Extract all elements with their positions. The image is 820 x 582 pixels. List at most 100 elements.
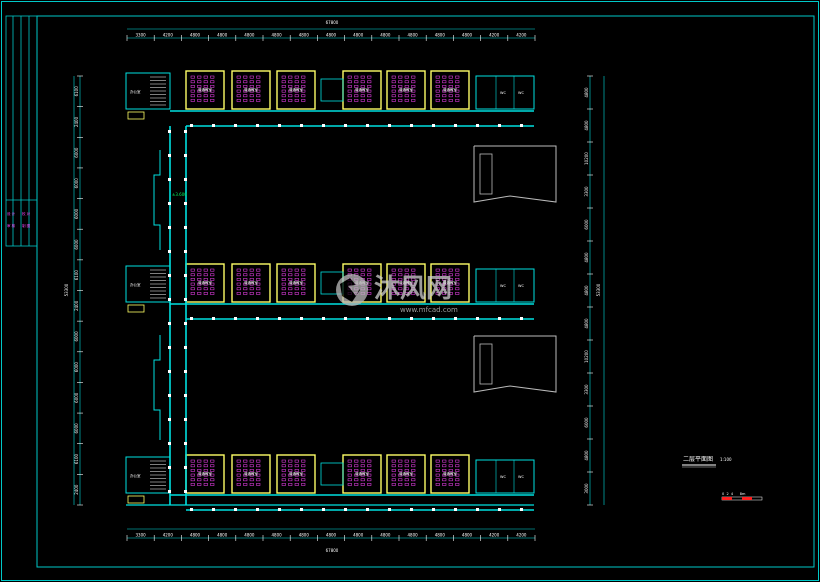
desk: [294, 287, 299, 291]
desk: [210, 273, 215, 277]
desk: [442, 292, 447, 295]
link-space: [320, 78, 344, 102]
desk: [448, 287, 453, 291]
desk: [347, 75, 352, 79]
desk: [203, 478, 208, 482]
desk: [442, 75, 447, 79]
desk: [190, 80, 195, 84]
desk: [256, 478, 261, 482]
right-dim-label: 4800: [584, 252, 589, 263]
desk: [210, 483, 215, 486]
desk: [360, 80, 365, 84]
desk: [281, 268, 286, 272]
desk: [249, 478, 254, 482]
desk: [360, 89, 365, 93]
desk: [347, 459, 352, 463]
column: [234, 124, 237, 127]
bottom-dim-label: 4800: [244, 533, 255, 538]
stair-label: 办公室: [130, 282, 141, 287]
desk: [442, 85, 447, 88]
desk: [294, 473, 299, 477]
desk: [347, 478, 352, 482]
desk: [243, 273, 248, 277]
desk: [347, 473, 352, 477]
desk: [294, 268, 299, 272]
desk: [347, 464, 352, 468]
wc-label: WC: [500, 91, 506, 95]
desk: [243, 464, 248, 468]
desk: [442, 94, 447, 98]
classroom: 普通教室: [386, 263, 426, 303]
column: [520, 124, 523, 127]
desk: [367, 85, 372, 88]
column: [168, 130, 171, 133]
classroom-label: 普通教室: [198, 87, 212, 92]
desk: [442, 268, 447, 272]
desk: [190, 292, 195, 295]
desk: [398, 473, 403, 477]
left-dim-label: 6000: [74, 362, 79, 373]
adjacent-building-core: [479, 153, 493, 195]
column: [410, 317, 413, 320]
left-dim-label: 2400: [74, 300, 79, 311]
desk: [236, 287, 241, 291]
column: [366, 124, 369, 127]
desk: [197, 273, 202, 277]
desk: [203, 268, 208, 272]
desk: [442, 273, 447, 277]
desk: [210, 89, 215, 93]
desk: [294, 459, 299, 463]
bottom-dim-label: 4800: [326, 533, 337, 538]
desk: [243, 478, 248, 482]
column: [168, 466, 171, 469]
desk: [281, 278, 286, 281]
desk: [301, 292, 306, 295]
desk: [411, 273, 416, 277]
column: [388, 317, 391, 320]
desk: [203, 99, 208, 102]
desk: [455, 85, 460, 88]
desk: [281, 273, 286, 277]
desk: [210, 99, 215, 102]
classroom-label: 普通教室: [355, 87, 369, 92]
column: [256, 124, 259, 127]
desk: [256, 89, 261, 93]
desk: [442, 464, 447, 468]
classroom: 普通教室: [386, 70, 426, 110]
desk: [435, 459, 440, 463]
desk: [210, 473, 215, 477]
desk: [354, 94, 359, 98]
column: [454, 124, 457, 127]
desk: [448, 473, 453, 477]
classroom-label: 普通教室: [399, 87, 413, 92]
desk: [448, 273, 453, 277]
desk: [354, 483, 359, 486]
stair-landing: [127, 111, 145, 120]
desk: [256, 469, 261, 472]
desk: [210, 459, 215, 463]
desk: [294, 469, 299, 472]
overall-width-bottom: 67800: [326, 548, 339, 553]
desk: [236, 273, 241, 277]
desk: [354, 459, 359, 463]
desk: [404, 85, 409, 88]
desk: [203, 273, 208, 277]
desk: [411, 99, 416, 102]
desk: [249, 282, 254, 286]
desk: [442, 459, 447, 463]
desk: [367, 473, 372, 477]
column: [184, 202, 187, 205]
desk: [442, 282, 447, 286]
desk: [391, 464, 396, 468]
classroom-wall: [276, 263, 316, 303]
title-block-text-3: 校 对: [22, 211, 31, 216]
right-dim-label: 10200: [584, 350, 589, 363]
desk: [391, 85, 396, 88]
classroom-label: 普通教室: [289, 471, 303, 476]
right-dim-label: 3300: [584, 186, 589, 197]
drawing-title: 二层平面图: [683, 456, 713, 463]
desk: [360, 85, 365, 88]
column: [168, 490, 171, 493]
bottom-dim-label: 4800: [272, 533, 283, 538]
